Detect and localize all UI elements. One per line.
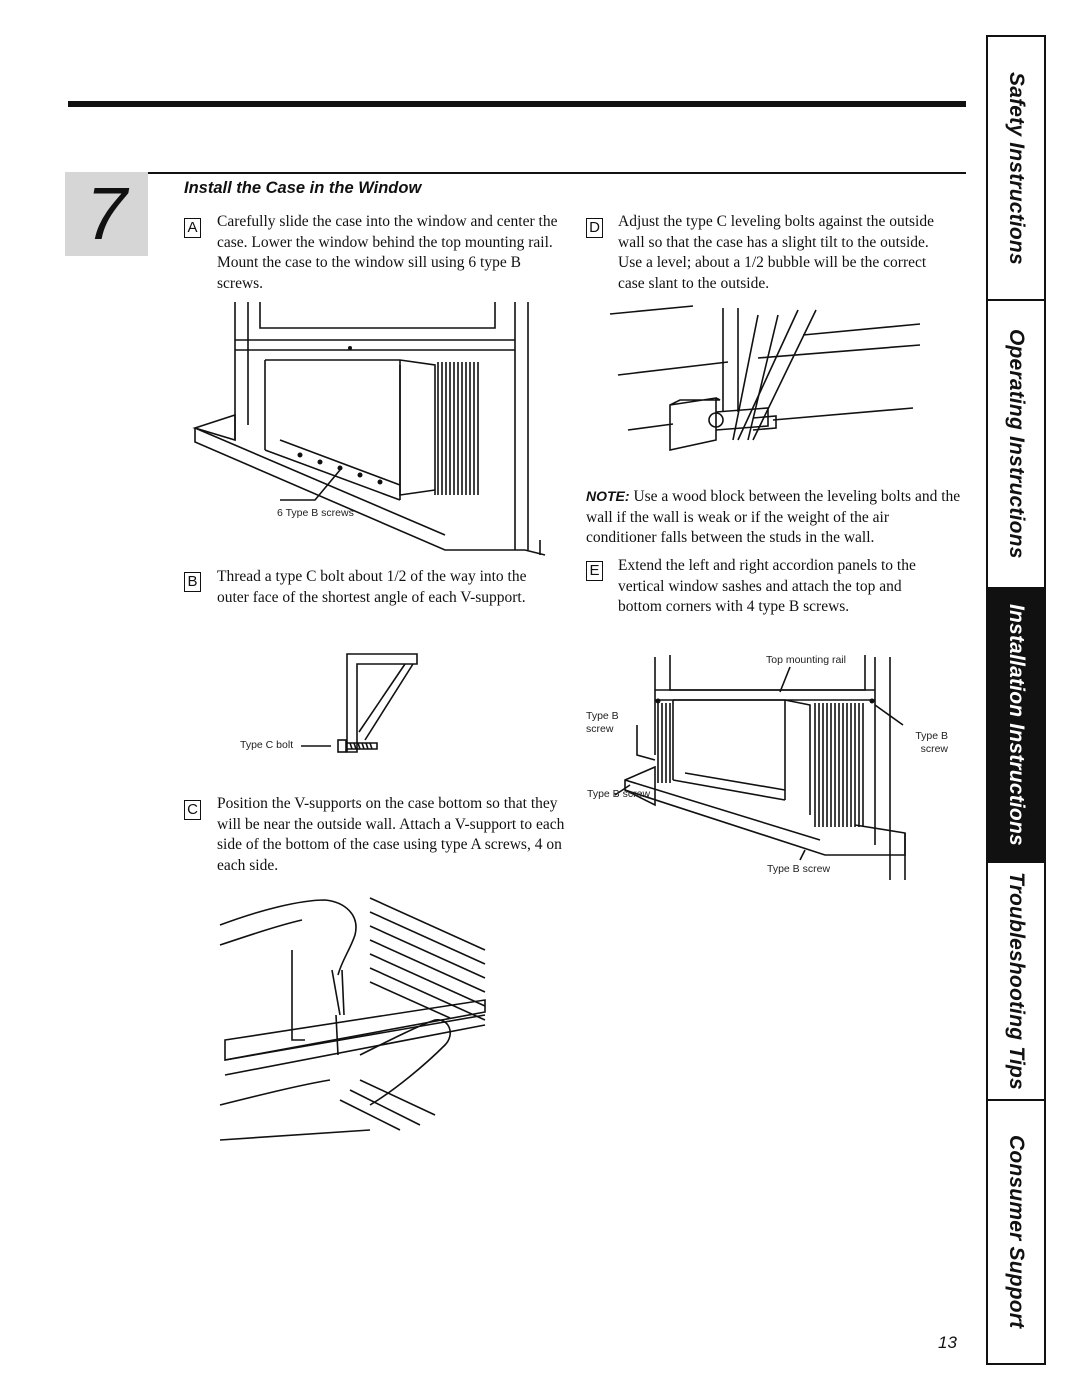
- caption-type-b-screw-bottom-left: Type B screw: [587, 788, 651, 800]
- section-tabs: Safety Instructions Operating Instructio…: [986, 35, 1046, 1365]
- caption-six-type-b-screws: 6 Type B screws: [277, 507, 354, 519]
- tab-divider: [988, 587, 1044, 589]
- tab-safety-instructions[interactable]: Safety Instructions: [988, 37, 1044, 299]
- top-rule: [68, 101, 966, 107]
- section-title: Install the Case in the Window: [184, 179, 422, 197]
- tab-label: Consumer Support: [1005, 1135, 1028, 1329]
- section-rule: [148, 172, 966, 174]
- note-paragraph: NOTE: Use a wood block between the level…: [586, 486, 961, 549]
- step-b-text: Thread a type C bolt about 1/2 of the wa…: [217, 568, 527, 606]
- step-e-text: Extend the left and right accordion pane…: [618, 557, 916, 615]
- step-a-text: Carefully slide the case into the window…: [217, 213, 558, 292]
- caption-top-mounting-rail: Top mounting rail: [766, 654, 846, 666]
- accordion-panels-illustration: [614, 655, 906, 880]
- step-c-text: Position the V-supports on the case bott…: [217, 795, 565, 874]
- step-badge-e: E: [586, 561, 603, 581]
- attach-v-support-illustration: [219, 897, 486, 1141]
- tab-label: Safety Instructions: [1005, 71, 1028, 265]
- step-badge-d: D: [586, 218, 603, 238]
- case-in-window-illustration: [192, 302, 546, 556]
- tab-divider: [988, 861, 1044, 863]
- note-label: NOTE:: [586, 488, 630, 504]
- caption-type-b-screw-left: Type B screw: [586, 710, 619, 735]
- step-d-text: Adjust the type C leveling bolts against…: [618, 213, 934, 292]
- step-badge-a: A: [184, 218, 201, 238]
- step-badge-b: B: [184, 572, 201, 592]
- page-number: 13: [938, 1333, 957, 1352]
- v-support-illustration: [301, 653, 418, 753]
- leveling-bolt-illustration: [609, 305, 921, 451]
- tab-operating-instructions[interactable]: Operating Instructions: [988, 301, 1044, 587]
- note-text: Use a wood block between the leveling bo…: [586, 488, 961, 546]
- tab-label: Operating Instructions: [1005, 329, 1028, 559]
- step-badge-c: C: [184, 800, 201, 820]
- tab-label: Installation Instructions: [1005, 604, 1028, 846]
- tab-installation-instructions[interactable]: Installation Instructions: [988, 589, 1044, 861]
- step-number-box: [65, 172, 148, 256]
- tab-divider: [988, 299, 1044, 301]
- step-number: 7: [85, 172, 128, 255]
- caption-type-c-bolt: Type C bolt: [240, 739, 294, 751]
- tab-divider: [988, 1099, 1044, 1101]
- tab-troubleshooting-tips[interactable]: Troubleshooting Tips: [988, 863, 1044, 1099]
- caption-type-b-screw-right: Type B screw: [915, 730, 948, 755]
- caption-type-b-screw-bottom: Type B screw: [767, 863, 831, 875]
- tab-label: Troubleshooting Tips: [1005, 872, 1028, 1090]
- tab-consumer-support[interactable]: Consumer Support: [988, 1101, 1044, 1363]
